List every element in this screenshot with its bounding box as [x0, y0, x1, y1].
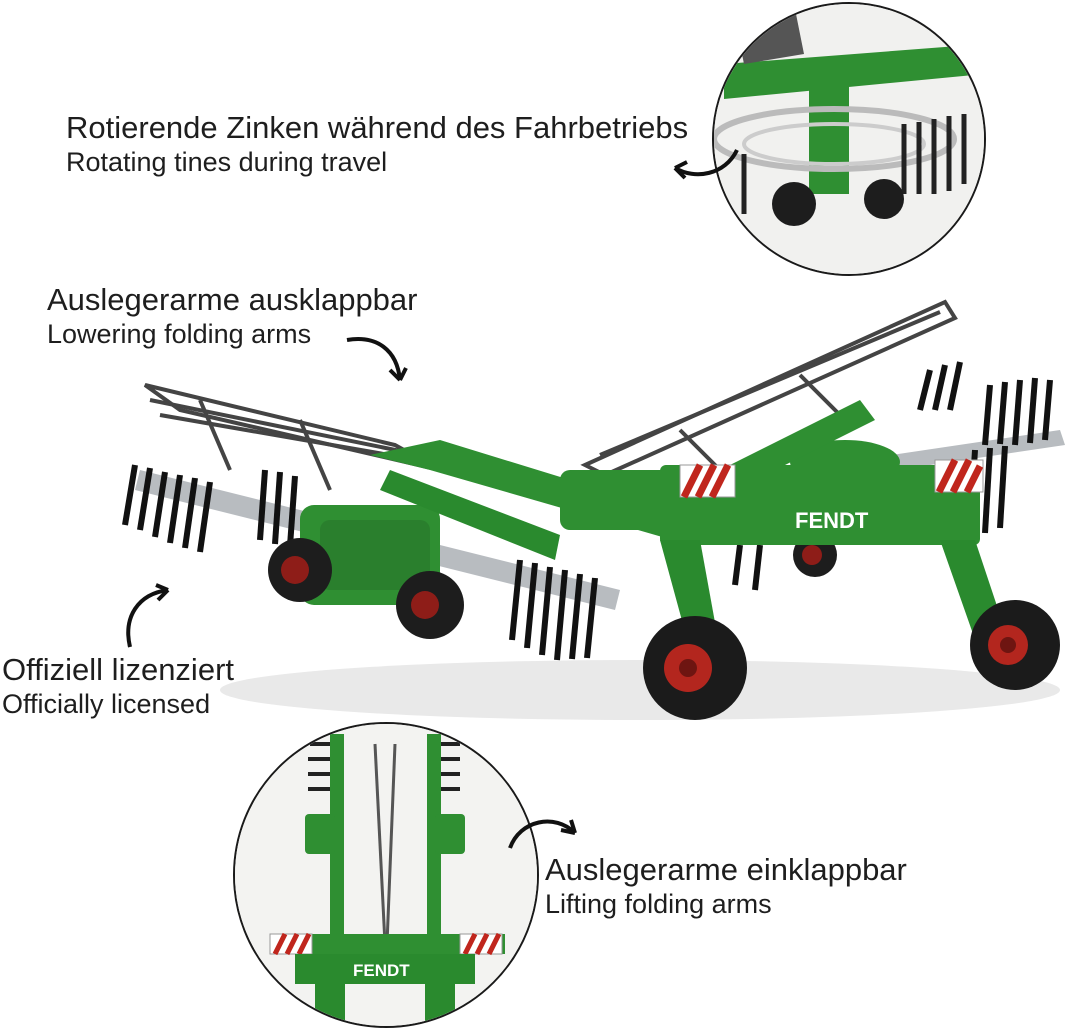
caption-officially-licensed: Offiziell lizenziert Officially licensed — [2, 652, 234, 720]
left-rotor-arm — [122, 464, 620, 661]
caption-rotating-tines-english: Rotating tines during travel — [66, 146, 388, 177]
detail-circle-folded-arms: FENDT — [233, 722, 539, 1028]
caption-rotating-tines: Rotierende Zinken während des Fahrbetrie… — [66, 110, 688, 178]
caption-officially-licensed-english: Officially licensed — [2, 688, 211, 719]
central-frame — [370, 440, 700, 560]
caption-lowering-arms-english: Lowering folding arms — [47, 318, 312, 349]
rotating-tines-detail-image — [714, 4, 984, 274]
brand-logo-small: FENDT — [353, 961, 410, 980]
warning-plate-left — [679, 463, 736, 499]
folded-arms-detail-image: FENDT — [235, 724, 537, 1026]
front-wheel-left — [643, 616, 747, 720]
curved-arrow-icon — [126, 583, 170, 648]
caption-lifting-arms: Auslegerarme einklappbar Lifting folding… — [545, 852, 907, 920]
caption-lifting-arms-german: Auslegerarme einklappbar — [545, 852, 907, 887]
caption-lowering-arms-german: Auslegerarme ausklappbar — [47, 282, 418, 317]
caption-officially-licensed-german: Offiziell lizenziert — [2, 652, 235, 687]
caption-lowering-arms: Auslegerarme ausklappbar Lowering foldin… — [47, 282, 418, 350]
caption-lifting-arms-english: Lifting folding arms — [545, 888, 772, 919]
front-wheel-right — [970, 600, 1060, 690]
detail-circle-rotating-tines — [712, 2, 986, 276]
brand-logo: FENDT — [795, 508, 869, 533]
curved-arrow-icon — [673, 149, 739, 180]
curved-arrow-icon — [508, 819, 577, 849]
warning-plate-right — [934, 458, 984, 494]
caption-rotating-tines-german: Rotierende Zinken während des Fahrbetrie… — [66, 110, 689, 145]
curved-arrow-icon — [346, 337, 408, 382]
